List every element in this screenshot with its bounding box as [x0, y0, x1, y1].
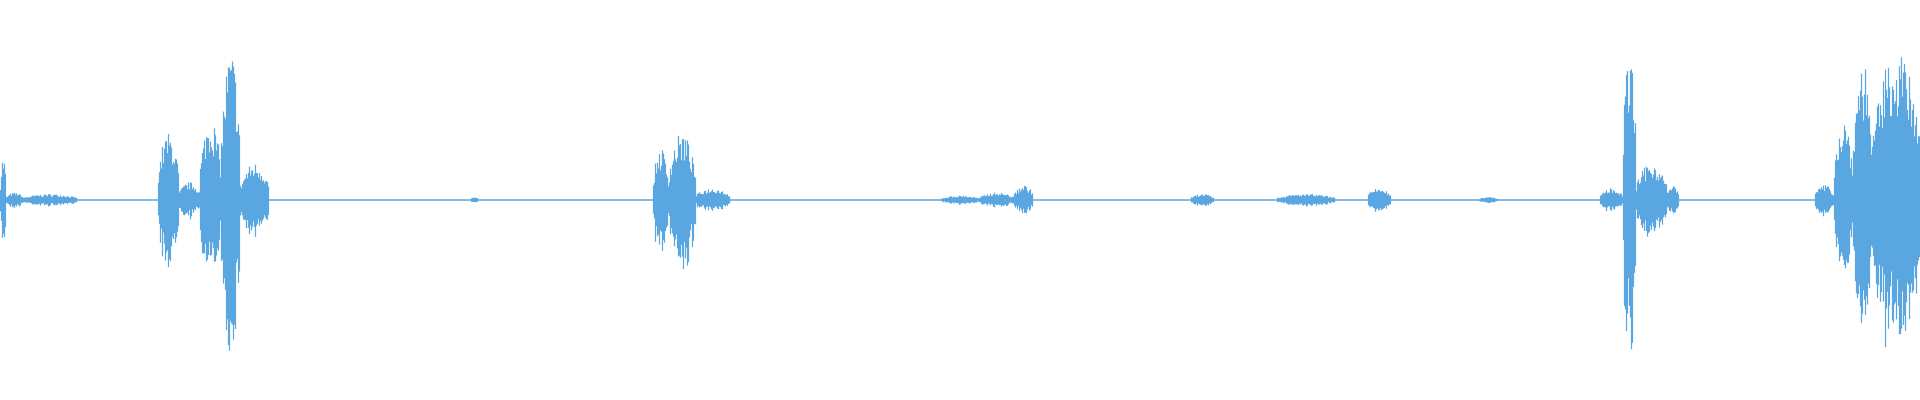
waveform-signal [0, 57, 1920, 351]
